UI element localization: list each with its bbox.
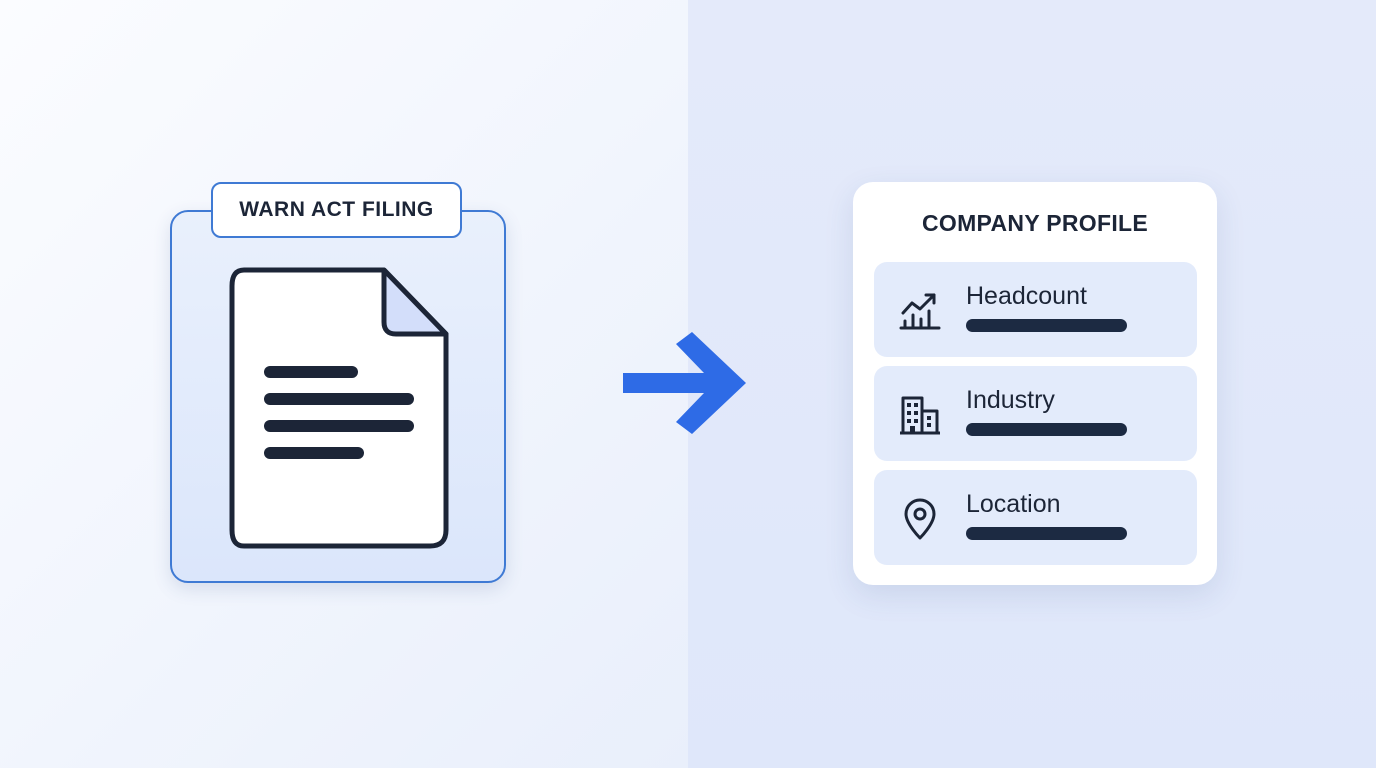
filing-tag-label: WARN ACT FILING	[211, 182, 462, 238]
field-label-headcount: Headcount	[966, 282, 1087, 310]
profile-title: COMPANY PROFILE	[922, 210, 1148, 236]
location-field-row: Location	[874, 470, 1197, 565]
industry-field-row: Industry	[874, 366, 1197, 461]
location-pin-icon	[904, 498, 936, 540]
growth-chart-icon	[899, 293, 941, 330]
arrow-right-icon	[623, 332, 746, 434]
building-icon	[900, 396, 940, 435]
field-value-placeholder	[966, 527, 1127, 540]
company-profile-card: COMPANY PROFILE Headcount	[853, 182, 1217, 585]
field-value-placeholder	[966, 319, 1127, 332]
field-label-location: Location	[966, 490, 1061, 518]
headcount-field-row: Headcount	[874, 262, 1197, 357]
document-icon	[229, 267, 449, 549]
field-value-placeholder	[966, 423, 1127, 436]
field-label-industry: Industry	[966, 386, 1055, 414]
